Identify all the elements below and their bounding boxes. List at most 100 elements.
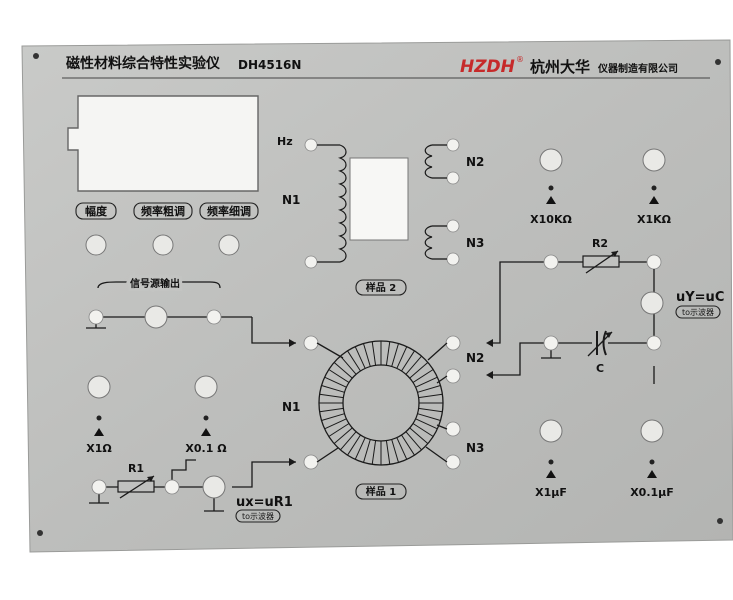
sample1-n3-jack-top[interactable] (445, 421, 461, 437)
r2-range-knob-x1k[interactable] (642, 148, 666, 172)
r1-jack-tap[interactable] (164, 479, 180, 495)
arrow-icon (486, 371, 493, 379)
c-range-knob-x1uf[interactable] (539, 419, 563, 443)
n1-coil-top (337, 144, 347, 263)
sample2-n3-jack-top[interactable] (446, 219, 460, 233)
winding-line (347, 350, 361, 372)
arrow-icon (289, 339, 296, 347)
hz-label: Hz (277, 135, 293, 148)
r1-variable-arrow (119, 475, 155, 499)
n1-label-top: N1 (282, 193, 300, 207)
r2-jack-left[interactable] (543, 254, 559, 270)
r1-range-knob-x1[interactable] (87, 375, 111, 399)
winding-line (363, 343, 371, 367)
winding-line (396, 346, 408, 369)
winding-line (363, 439, 371, 463)
r1-jack-ground[interactable] (91, 479, 107, 495)
display-window (67, 95, 259, 192)
n2-label-bottom: N2 (466, 351, 484, 365)
sample1-n1-jack-top[interactable] (303, 335, 319, 351)
signal-output-label: 信号源输出 (130, 277, 180, 290)
sample1-n2-jack-bottom[interactable] (445, 368, 461, 384)
r1-range-knob-x01[interactable] (194, 375, 218, 399)
amplitude-knob[interactable] (85, 234, 107, 256)
winding-line (401, 350, 415, 372)
n1-label-bottom: N1 (282, 400, 300, 414)
uy-jack[interactable] (640, 291, 664, 315)
sample1-label: 样品 1 (366, 485, 396, 498)
freq-coarse-label: 频率粗调 (141, 204, 185, 218)
winding-line (409, 362, 429, 379)
output-jack[interactable] (144, 305, 168, 329)
sample1-n1-jack-bottom[interactable] (303, 454, 319, 470)
output-jack-signal[interactable] (206, 309, 222, 325)
sample1-n3-jack-bottom[interactable] (445, 454, 461, 470)
output-bracket (97, 281, 221, 289)
x10k-ohm-label: X10KΩ (530, 213, 572, 226)
company-suffix: 仪器制造有限公司 (597, 62, 678, 75)
sample2-n3-jack-bottom[interactable] (446, 252, 460, 266)
arrow-icon (486, 339, 493, 347)
winding-line (417, 385, 441, 393)
x1uf-label: X1μF (535, 486, 567, 499)
corner-screw (715, 59, 721, 65)
r2-label: R2 (592, 237, 608, 250)
freq-coarse-knob[interactable] (152, 234, 174, 256)
winding-line (371, 341, 377, 366)
indicator-dot (96, 415, 102, 421)
ux-label: ux=uR1 (236, 495, 293, 510)
toroid-lead (436, 424, 448, 430)
toroid-lead (436, 375, 448, 384)
sample1-n2-jack-top[interactable] (445, 335, 461, 351)
sample2-label: 样品 2 (366, 281, 396, 294)
winding-line (418, 393, 443, 399)
winding-line (391, 439, 399, 463)
output-jack-ground[interactable] (88, 309, 104, 325)
sample2-n1-jack-bottom[interactable] (304, 255, 318, 269)
r2-jack-right[interactable] (646, 254, 662, 270)
ux-jack[interactable] (202, 475, 226, 499)
corner-screw (37, 530, 43, 536)
c-range-knob-x01uf[interactable] (640, 419, 664, 443)
sample2-window (349, 157, 409, 241)
c-jack-right[interactable] (646, 335, 662, 351)
triangle-icon (546, 470, 556, 478)
amplitude-label: 幅度 (85, 204, 108, 218)
amplitude-label-box: 幅度 (75, 202, 117, 220)
company-name: 杭州大华 (530, 58, 590, 76)
winding-line (409, 427, 429, 444)
sample2-n1-jack-top[interactable] (304, 138, 318, 152)
ux-wire (232, 461, 296, 488)
toroid-lead (427, 342, 448, 361)
r1-label: R1 (128, 462, 144, 475)
winding-line (391, 343, 399, 367)
to-scope-box (235, 509, 281, 523)
corner-screw (717, 518, 723, 524)
freq-fine-label-box: 频率细调 (199, 202, 259, 220)
toroid-lead (316, 342, 344, 359)
r2-range-knob-x10k[interactable] (539, 148, 563, 172)
winding-line (401, 434, 415, 456)
toroid-lead (425, 446, 448, 463)
winding-line (324, 376, 347, 388)
winding-line (333, 362, 353, 379)
freq-fine-label: 频率细调 (207, 204, 251, 218)
indicator-dot (203, 415, 209, 421)
winding-line (333, 427, 353, 444)
c-jack-ground[interactable] (543, 335, 559, 351)
sample2-n2-jack-bottom[interactable] (446, 171, 460, 185)
freq-fine-knob[interactable] (218, 234, 240, 256)
triangle-icon (94, 428, 104, 436)
to-scope-box-right (675, 305, 721, 319)
winding-line (417, 413, 441, 421)
arrow-icon (289, 458, 296, 466)
sample2-n2-jack-top[interactable] (446, 138, 460, 152)
triangle-icon (201, 428, 211, 436)
winding-line (321, 385, 345, 393)
r1-resistor (117, 480, 155, 493)
toroid-lead (316, 447, 339, 463)
winding-line (321, 413, 345, 421)
winding-line (340, 431, 357, 451)
winding-line (371, 440, 377, 465)
winding-line (412, 423, 434, 437)
